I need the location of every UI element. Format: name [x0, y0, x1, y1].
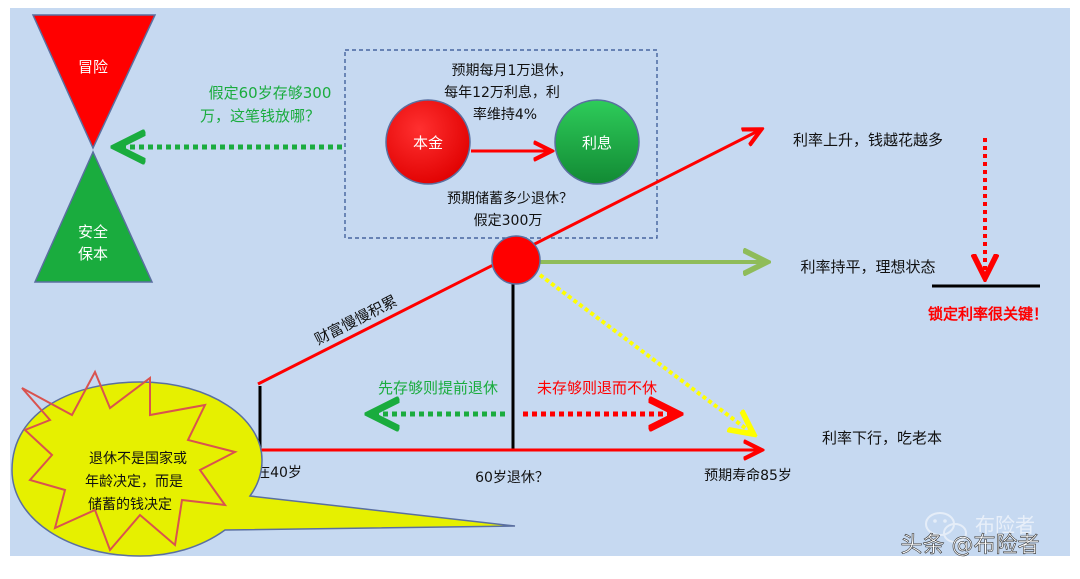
falling-rate-arrow	[538, 273, 752, 433]
retire-label: 60岁退休？	[475, 470, 549, 486]
callout-line1: 退休不是国家或	[89, 450, 187, 467]
callout-burst	[21, 369, 238, 552]
rate-rise-label: 利率上升，钱越花越多	[793, 131, 943, 149]
rate-flat-label: 利率持平，理想状态	[800, 258, 935, 276]
risk-triangle	[31, 14, 157, 150]
assumption-top-line3: 率维持4%	[473, 106, 537, 123]
pivot-circle	[491, 235, 541, 285]
rate-fall-label: 利率下行，吃老本	[822, 429, 942, 447]
safe-label-line2: 保本	[78, 245, 108, 263]
late-retire-label: 未存够则退而不休	[537, 379, 657, 397]
watermark: 布险者 头条 @布险者	[900, 512, 1040, 558]
hourglass: 冒险 安全 保本	[31, 14, 157, 283]
assumption-top-line1: 预期每月1万退休，	[452, 63, 573, 79]
lock-key-label: 锁定利率很关键！	[928, 305, 1048, 323]
life-label: 预期寿命85岁	[704, 467, 792, 484]
callout-line2: 年龄决定，而是	[85, 474, 183, 490]
principal-label: 本金	[413, 134, 443, 152]
risk-label: 冒险	[78, 58, 108, 76]
question-line1: 假定60岁存够300	[209, 84, 332, 102]
assumption-top-line2: 每年12万利息，利	[444, 84, 560, 101]
safe-triangle	[33, 150, 154, 283]
principal-circle	[385, 99, 471, 185]
callout-line3: 储蓄的钱决定	[88, 497, 172, 513]
assumption-bottom-line2: 假定300万	[474, 213, 543, 229]
assumption-box	[344, 49, 658, 239]
watermark-brand: 布险者	[975, 513, 1035, 537]
question-line2: 万，这笔钱放哪？	[200, 107, 320, 125]
assumption-bottom-line1: 预期储蓄多少退休？	[447, 190, 573, 207]
wechat-icon	[925, 512, 967, 543]
interest-circle	[554, 99, 640, 185]
early-retire-label: 先存够则提前退休	[378, 379, 498, 397]
interest-label: 利息	[582, 134, 612, 152]
callout-bubble	[11, 381, 516, 557]
safe-label-line1: 安全	[78, 223, 108, 241]
callout: 退休不是国家或 年龄决定，而是 储蓄的钱决定	[11, 369, 516, 557]
watermark-credit: 头条 @布险者	[901, 533, 1040, 558]
